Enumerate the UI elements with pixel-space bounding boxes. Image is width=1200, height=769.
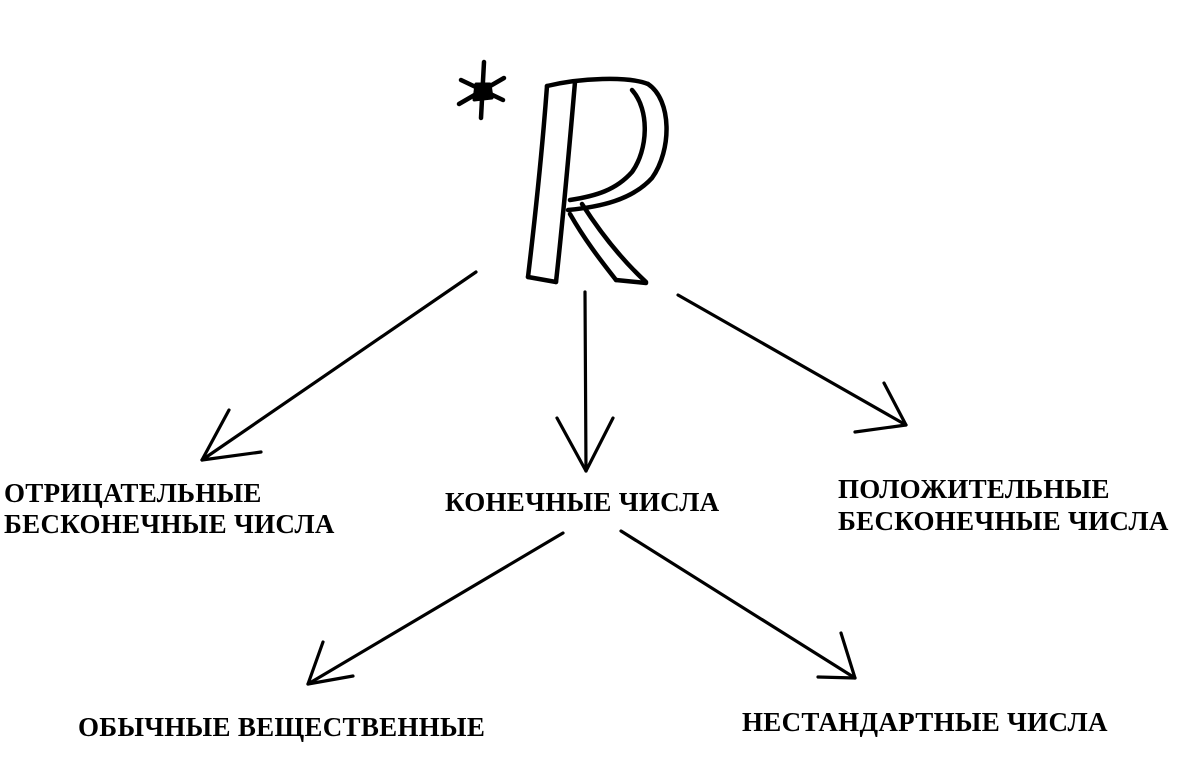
double-struck-r-glyph	[525, 76, 669, 286]
label-positive-infinite-line1: ПОЛОЖИТЕЛЬНЫЕ	[838, 474, 1110, 504]
label-finite-numbers: КОНЕЧНЫЕ ЧИСЛА	[445, 487, 720, 517]
arrow-root-to-negative-infinite	[200, 270, 478, 462]
label-negative-infinite-line2: БЕСКОНЕЧНЫЕ ЧИСЛА	[4, 509, 335, 539]
arrow-finite-to-ordinary-real	[306, 531, 565, 686]
arrow-root-to-finite	[555, 290, 615, 473]
label-negative-infinite-line1: ОТРИЦАТЕЛЬНЫЕ	[4, 478, 262, 508]
root-symbol-hyperreals	[456, 59, 669, 286]
arrow-finite-to-nonstandard	[619, 529, 857, 680]
label-positive-infinite-line2: БЕСКОНЕЧНЫЕ ЧИСЛА	[838, 506, 1169, 536]
label-nonstandard-numbers: НЕСТАНДАРТНЫЕ ЧИСЛА	[742, 707, 1108, 737]
label-ordinary-real: ОБЫЧНЫЕ ВЕЩЕСТВЕННЫЕ	[78, 712, 485, 742]
arrow-root-to-positive-infinite	[676, 293, 908, 434]
asterisk-mark	[456, 59, 507, 121]
